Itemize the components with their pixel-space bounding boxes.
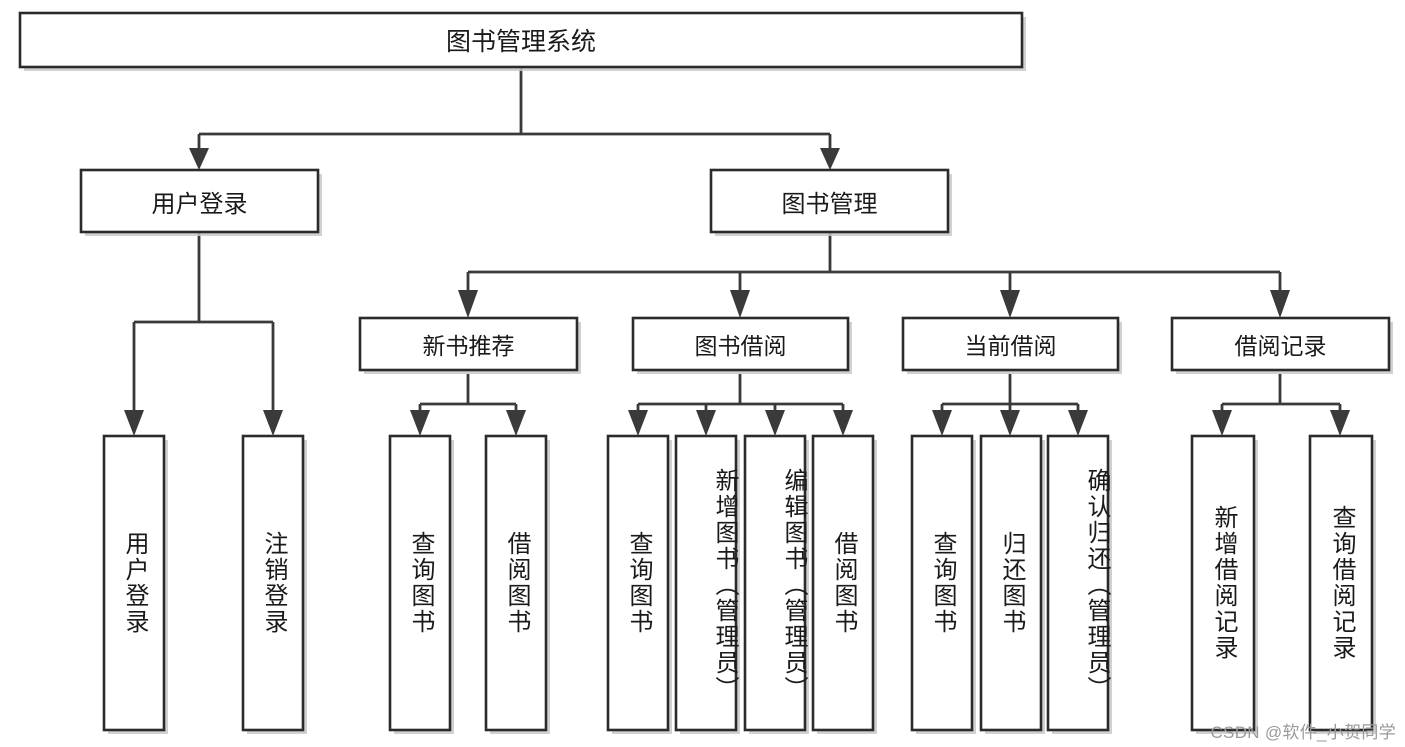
arrow-head-current-borrow	[1000, 290, 1020, 318]
csdn-watermark: CSDN @软件_小贺同学	[1210, 723, 1396, 742]
book-management-box[interactable]	[709, 168, 950, 234]
arrow-head-borrow-record	[1270, 290, 1290, 318]
leaf-add-book-box[interactable]	[674, 434, 738, 732]
node-boxes	[18, 11, 1393, 734]
leaf-logout-login-box[interactable]	[241, 434, 305, 732]
arrow-head-leaf-logout-login	[263, 410, 283, 436]
arrow-head-user-login	[189, 148, 209, 170]
leaf-confirm-return-box[interactable]	[1046, 434, 1110, 732]
user-login-box[interactable]	[79, 168, 320, 234]
arrow-head-leaf-query-book-1	[410, 410, 430, 436]
leaf-borrow-book-1-box[interactable]	[484, 434, 548, 732]
arrow-head-new-book-recommend	[458, 290, 478, 318]
leaf-add-record-box[interactable]	[1190, 434, 1256, 732]
leaf-query-book-2-box[interactable]	[606, 434, 670, 732]
arrow-head-leaf-user-login	[124, 410, 144, 436]
leaf-query-book-3-box[interactable]	[910, 434, 974, 732]
arrow-head-leaf-confirm-return	[1068, 410, 1088, 436]
leaf-return-book-box[interactable]	[979, 434, 1043, 732]
arrow-head-leaf-borrow-book-2	[833, 410, 853, 436]
leaf-edit-book-box[interactable]	[743, 434, 807, 732]
arrow-head-leaf-add-record	[1212, 410, 1232, 436]
new-book-recommend-box[interactable]	[358, 316, 579, 372]
arrow-head-leaf-query-record	[1330, 410, 1350, 436]
arrow-head-leaf-return-book	[1000, 410, 1020, 436]
arrow-head-leaf-query-book-3	[932, 410, 952, 436]
leaf-borrow-book-2-box[interactable]	[811, 434, 875, 732]
arrow-head-leaf-borrow-book-1	[506, 410, 526, 436]
borrow-record-box[interactable]	[1170, 316, 1391, 372]
arrow-head-leaf-add-book	[696, 410, 716, 436]
arrow-head-book-borrow	[730, 290, 750, 318]
leaf-query-book-1-box[interactable]	[388, 434, 452, 732]
arrow-head-book-management	[820, 148, 840, 170]
connectors	[124, 67, 1350, 436]
leaf-user-login-box[interactable]	[102, 434, 166, 732]
title-node-box[interactable]	[18, 11, 1024, 69]
arrow-head-leaf-edit-book	[765, 410, 785, 436]
current-borrow-box[interactable]	[901, 316, 1120, 372]
leaf-query-record-box[interactable]	[1308, 434, 1374, 732]
arrow-head-leaf-query-book-2	[628, 410, 648, 436]
book-borrow-box[interactable]	[631, 316, 850, 372]
